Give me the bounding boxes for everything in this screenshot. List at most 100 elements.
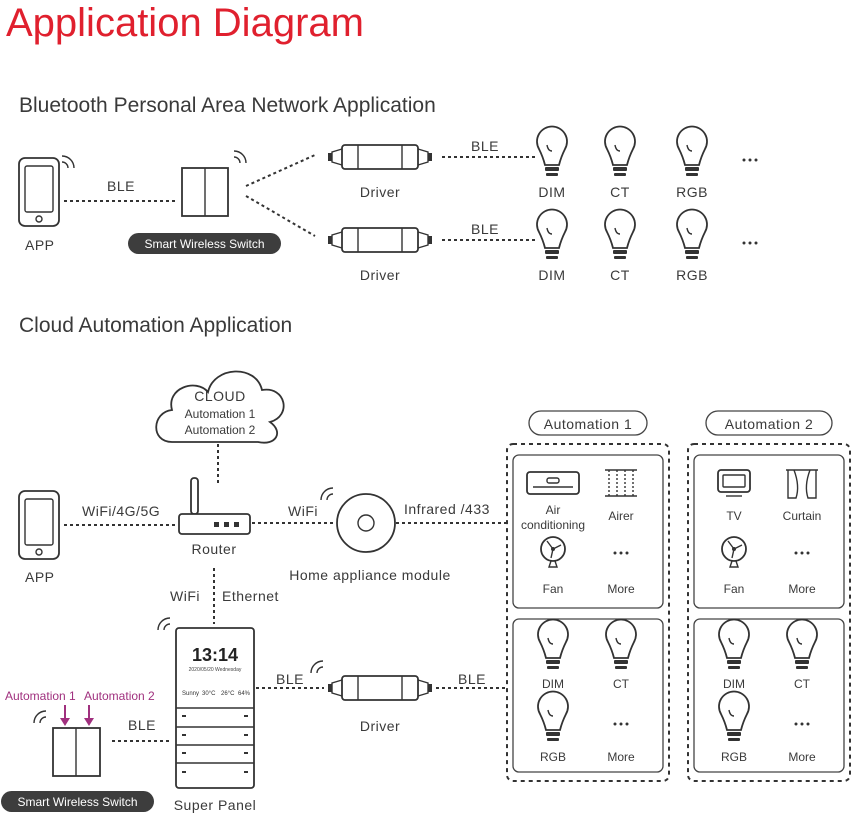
module-label: Home appliance module xyxy=(289,567,450,583)
switch-automation-2: Automation 2 xyxy=(84,689,155,703)
automation-arrow-2 xyxy=(84,705,94,726)
airer-icon xyxy=(605,469,637,497)
light-label-rgb: RGB xyxy=(721,750,747,764)
ble-switch xyxy=(181,167,229,217)
light-label-dim: DIM xyxy=(542,677,564,691)
appliance-label-air: Air xyxy=(546,503,561,517)
svg-text:Smart Wireless Switch: Smart Wireless Switch xyxy=(17,795,137,809)
ble-bulb-label-dim: DIM xyxy=(538,184,565,200)
page-title: Application Diagram xyxy=(6,1,364,45)
cloud-automation-1: Automation 1 xyxy=(185,407,256,421)
bulb-ct-icon xyxy=(604,208,636,260)
cloud-shape xyxy=(155,370,285,444)
automation-group-title-2: Automation 2 xyxy=(725,416,814,432)
ble-driver-1 xyxy=(327,144,433,170)
cloud-driver-link-label: BLE xyxy=(458,671,486,687)
bulb-rgb-icon xyxy=(676,125,708,177)
uplink-ethernet-label: Ethernet xyxy=(222,588,279,604)
ble-switch-signal-icon xyxy=(233,150,247,164)
ble-app-link-label: BLE xyxy=(107,178,135,194)
light-more-icon xyxy=(613,722,629,726)
more-icon xyxy=(794,551,810,555)
bulb-dim-icon xyxy=(536,125,568,177)
ac-icon xyxy=(526,471,580,495)
router-wifi-label: WiFi xyxy=(288,503,318,519)
bulb-dim-icon xyxy=(536,208,568,260)
ble-switch-pill: Smart Wireless Switch xyxy=(128,233,281,254)
router-label: Router xyxy=(191,541,236,557)
ble-app-phone xyxy=(18,157,60,227)
ble-driver-link-label-1: BLE xyxy=(471,138,499,154)
ble-app-label: APP xyxy=(25,237,55,253)
switch-automation-1: Automation 1 xyxy=(5,689,76,703)
light-label-dim: DIM xyxy=(723,677,745,691)
cloud-app-phone xyxy=(18,490,60,560)
cloud-driver-signal-icon xyxy=(310,660,324,674)
module-link-label: Infrared /433 xyxy=(404,501,490,517)
panel-weather: Sunny xyxy=(182,691,199,697)
curtain-icon xyxy=(786,469,818,499)
panel-stat-2: 26°C xyxy=(221,691,235,697)
ble-bulb-label-rgb: RGB xyxy=(676,184,708,200)
panel-left-link-label: BLE xyxy=(128,717,156,733)
cloud-app-link-label: WiFi/4G/5G xyxy=(82,503,160,519)
more-icon xyxy=(613,551,629,555)
module-signal-icon xyxy=(320,487,334,501)
light-label-more: More xyxy=(607,750,635,764)
cloud-driver-label: Driver xyxy=(360,718,400,734)
automation-group-title-1: Automation 1 xyxy=(544,416,633,432)
super-panel xyxy=(175,627,255,789)
appliance-label-curtain: Curtain xyxy=(783,509,822,523)
ble-app-signal-icon xyxy=(61,155,75,169)
appliance-label-fan: Fan xyxy=(724,582,745,596)
svg-text:Smart Wireless Switch: Smart Wireless Switch xyxy=(144,237,264,251)
ble-more-icon-2 xyxy=(742,241,758,245)
bulb-rgb-icon xyxy=(676,208,708,260)
cloud-driver xyxy=(327,675,433,701)
ble-driver-label-1: Driver xyxy=(360,184,400,200)
cloud-app-label: APP xyxy=(25,569,55,585)
light-more-icon xyxy=(794,722,810,726)
light-label-ct: CT xyxy=(794,677,811,691)
automation-group-title-pill xyxy=(528,410,648,436)
ble-driver-label-2: Driver xyxy=(360,267,400,283)
appliance-label-conditioning: conditioning xyxy=(521,518,585,532)
appliance-label-fan: Fan xyxy=(543,582,564,596)
appliance-label-more: More xyxy=(607,582,635,596)
ble-more-icon-1 xyxy=(742,158,758,162)
ble-driver-2 xyxy=(327,227,433,253)
cloud-switch-pill: Smart Wireless Switch xyxy=(1,791,154,812)
cloud-switch-signal-icon xyxy=(33,710,47,724)
automation-arrow-1 xyxy=(60,705,70,726)
panel-stat-3: 64% xyxy=(238,691,251,697)
panel-right-link-label: BLE xyxy=(276,671,304,687)
panel-date: 2020/05/20 Wednesday xyxy=(189,667,242,673)
light-label-more: More xyxy=(788,750,816,764)
automation-group-title-pill xyxy=(705,410,833,436)
home-appliance-module xyxy=(336,493,396,553)
ble-bulb-label-rgb: RGB xyxy=(676,267,708,283)
router xyxy=(178,477,251,535)
ble-bulb-label-ct: CT xyxy=(610,267,630,283)
panel-stat-1: 30°C xyxy=(202,691,216,697)
ble-bulb-label-dim: DIM xyxy=(538,267,565,283)
panel-label: Super Panel xyxy=(174,797,257,813)
uplink-wifi-label: WiFi xyxy=(170,588,200,604)
cloud-section-heading: Cloud Automation Application xyxy=(19,314,292,337)
cloud-automation-2: Automation 2 xyxy=(185,423,256,437)
cloud-label: CLOUD xyxy=(194,388,246,404)
light-label-ct: CT xyxy=(613,677,630,691)
tv-icon xyxy=(717,469,751,497)
light-label-rgb: RGB xyxy=(540,750,566,764)
ble-bulb-label-ct: CT xyxy=(610,184,630,200)
appliance-label-more: More xyxy=(788,582,816,596)
ble-section-heading: Bluetooth Personal Area Network Applicat… xyxy=(19,94,436,117)
ble-driver-link-label-2: BLE xyxy=(471,221,499,237)
cloud-switch xyxy=(52,727,101,777)
panel-signal-icon xyxy=(157,617,171,631)
bulb-ct-icon xyxy=(604,125,636,177)
appliance-label-tv: TV xyxy=(726,509,741,523)
appliance-label-airer: Airer xyxy=(608,509,633,523)
